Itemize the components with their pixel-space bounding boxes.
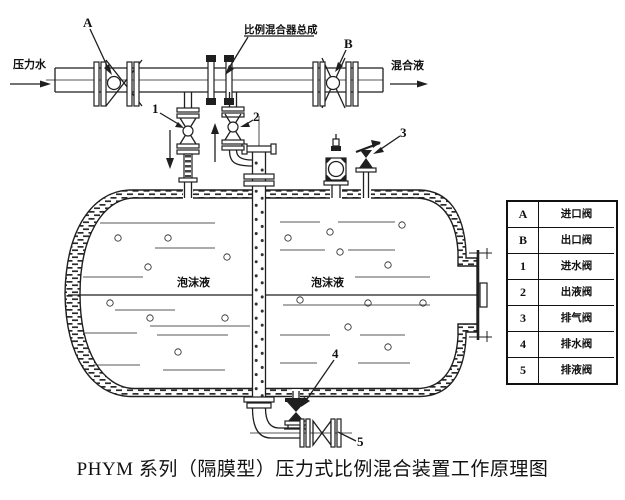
legend-tag: 4 xyxy=(508,331,539,357)
valve-1-branch xyxy=(176,92,200,199)
foam-liquid-label-right: 泡沫液 xyxy=(311,275,345,289)
callout-5: 5 xyxy=(337,431,364,449)
callout-mixer: 比例混合器总成 xyxy=(225,23,318,75)
legend-name: 排气阀 xyxy=(539,305,614,331)
manhole-flange xyxy=(469,248,492,342)
legend-name: 排液阀 xyxy=(539,357,614,383)
diagram-caption: PHYM 系列（隔膜型）压力式比例混合装置工作原理图 xyxy=(76,459,549,480)
legend-name: 进水阀 xyxy=(539,253,614,279)
legend-name: 排水阀 xyxy=(539,331,614,357)
legend-table: A 进口阀 B 出口阀 1 进水阀 2 出液阀 3 排气阀 4 排水阀 5 排液… xyxy=(506,200,618,385)
valve-2-branch xyxy=(221,92,253,167)
legend-name: 出口阀 xyxy=(539,227,614,253)
valve-a xyxy=(93,59,143,107)
legend-tag: 5 xyxy=(508,357,539,383)
svg-text:比例混合器总成: 比例混合器总成 xyxy=(244,23,318,36)
svg-text:B: B xyxy=(344,36,353,51)
svg-text:5: 5 xyxy=(357,434,364,449)
pressure-water-label: 压力水 xyxy=(13,57,47,71)
tank-liquid-marks xyxy=(83,221,430,371)
svg-text:1: 1 xyxy=(152,101,159,116)
callout-2: 2 xyxy=(240,109,260,127)
valve-2-flow-arrow xyxy=(211,123,219,162)
callout-4: 4 xyxy=(301,346,339,407)
outlet-flow-arrow xyxy=(390,80,428,88)
svg-text:A: A xyxy=(83,15,93,30)
legend-name: 出液阀 xyxy=(539,279,614,305)
svg-text:2: 2 xyxy=(253,109,260,124)
foam-liquid-label-left: 泡沫液 xyxy=(177,275,211,289)
dip-tube xyxy=(241,116,277,409)
tank-shell xyxy=(64,189,478,398)
schematic-svg: 泡沫液 泡沫液 xyxy=(10,15,492,449)
callout-a: A xyxy=(83,15,112,75)
valve-1-flow-arrow xyxy=(166,130,174,169)
mixed-liquid-label: 混合液 xyxy=(391,58,425,72)
valve-3 xyxy=(355,140,381,199)
svg-text:3: 3 xyxy=(400,125,407,140)
legend-tag: A xyxy=(508,202,539,227)
legend-tag: 1 xyxy=(508,253,539,279)
tank-bubbles xyxy=(106,221,427,356)
legend-tag: B xyxy=(508,227,539,253)
callout-3: 3 xyxy=(373,125,407,154)
legend-tag: 3 xyxy=(508,305,539,331)
callout-b: B xyxy=(335,36,353,72)
valve-b xyxy=(312,57,359,109)
legend-name: 进口阀 xyxy=(560,208,593,220)
safety-valve xyxy=(323,134,349,199)
callout-1: 1 xyxy=(152,101,184,128)
svg-text:4: 4 xyxy=(332,346,339,361)
inlet-flow-arrow xyxy=(10,80,51,88)
legend-tag: 2 xyxy=(508,279,539,305)
